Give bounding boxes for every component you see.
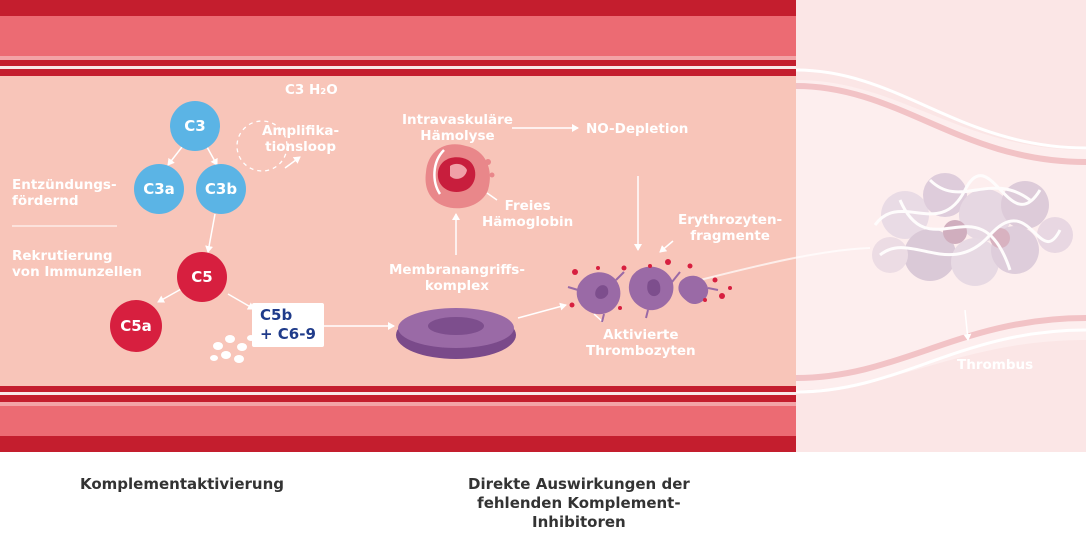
- activated-platelets-label: Aktivierte Thrombozyten: [586, 327, 696, 359]
- inflammatory-line-1: Entzündungs-: [12, 177, 117, 193]
- caption-right-line-2: fehlenden Komplement-: [477, 494, 681, 512]
- caption-right: Direkte Auswirkungen der fehlenden Kompl…: [468, 475, 690, 532]
- recruitment-label: Rekrutierung von Immunzellen: [12, 248, 142, 280]
- c5b-c6-9-box: C5b + C6-9: [252, 303, 324, 347]
- mac-line-1: Membranangriffs-: [389, 262, 525, 278]
- no-depletion-label: NO-Depletion: [586, 121, 689, 137]
- node-c5a: C5a: [110, 300, 162, 352]
- caption-right-line-1: Direkte Auswirkungen der: [468, 475, 690, 493]
- hemolysis-line-1: Intravaskuläre: [402, 112, 513, 128]
- free-hb-line-1: Freies: [504, 198, 551, 214]
- node-c3: C3: [170, 101, 220, 151]
- hemolysis-cell-icon: [425, 144, 495, 209]
- caption-right-line-3: Inhibitoren: [532, 513, 626, 531]
- node-c5-label: C5: [191, 268, 213, 286]
- thrombus-section: [699, 0, 1086, 452]
- erythrocyte-fragments-label: Erythrozyten- fragmente: [678, 212, 782, 244]
- c3-h2o-label: C3 H₂O: [285, 82, 338, 98]
- node-c5a-label: C5a: [120, 317, 152, 335]
- hemolysis-label: Intravaskuläre Hämolyse: [402, 112, 513, 144]
- mac-cell-icon: [396, 308, 516, 359]
- caption-left: Komplementaktivierung: [80, 475, 284, 494]
- c5b-label: C5b: [260, 306, 293, 324]
- node-c3a-label: C3a: [143, 180, 175, 198]
- c6-9-label: + C6-9: [260, 325, 316, 343]
- hemolysis-line-2: Hämolyse: [420, 128, 495, 144]
- platelets-line-1: Aktivierte: [603, 327, 679, 343]
- amplification-loop-icon: [236, 120, 288, 172]
- free-hemoglobin-label: Freies Hämoglobin: [482, 198, 573, 230]
- platelets-line-2: Thrombozyten: [586, 343, 696, 359]
- caption-left-line: Komplementaktivierung: [80, 475, 284, 493]
- inflammatory-line-2: fördernd: [12, 193, 79, 209]
- node-c3-label: C3: [184, 117, 206, 135]
- amplification-line-2: tionsloop: [265, 139, 336, 155]
- recruitment-line-2: von Immunzellen: [12, 264, 142, 280]
- node-c3b: C3b: [196, 164, 246, 214]
- node-c3b-label: C3b: [204, 180, 238, 198]
- node-c5: C5: [177, 252, 227, 302]
- mac-line-2: komplex: [424, 278, 490, 294]
- node-c3a: C3a: [134, 164, 184, 214]
- recruitment-line-1: Rekrutierung: [12, 248, 113, 264]
- erythro-line-1: Erythrozyten-: [678, 212, 783, 228]
- amplification-loop-label: Amplifika- tionsloop: [262, 123, 339, 155]
- activated-platelets-icon: [567, 259, 732, 323]
- inflammatory-label: Entzündungs- fördernd: [12, 177, 117, 209]
- thrombus-label: Thrombus: [957, 357, 1034, 373]
- free-hb-line-2: Hämoglobin: [482, 214, 574, 230]
- mac-label: Membranangriffs- komplex: [389, 262, 525, 294]
- thrombus-clot: [872, 173, 1073, 286]
- erythro-line-2: fragmente: [690, 228, 770, 244]
- amplification-line-1: Amplifika-: [262, 123, 340, 139]
